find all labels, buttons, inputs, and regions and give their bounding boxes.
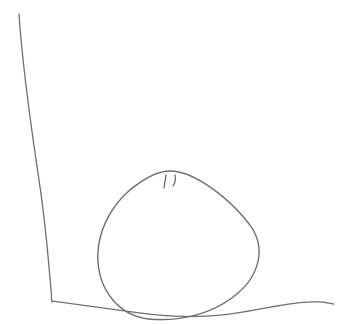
closed-loop-stroke: [98, 171, 259, 320]
sketch-strokes: [19, 14, 334, 320]
horizontal-baseline-stroke: [52, 301, 334, 317]
vertical-line-stroke: [19, 14, 52, 302]
loop-tick-mark-right: [173, 175, 175, 186]
loop-tick-mark-left: [164, 175, 166, 188]
